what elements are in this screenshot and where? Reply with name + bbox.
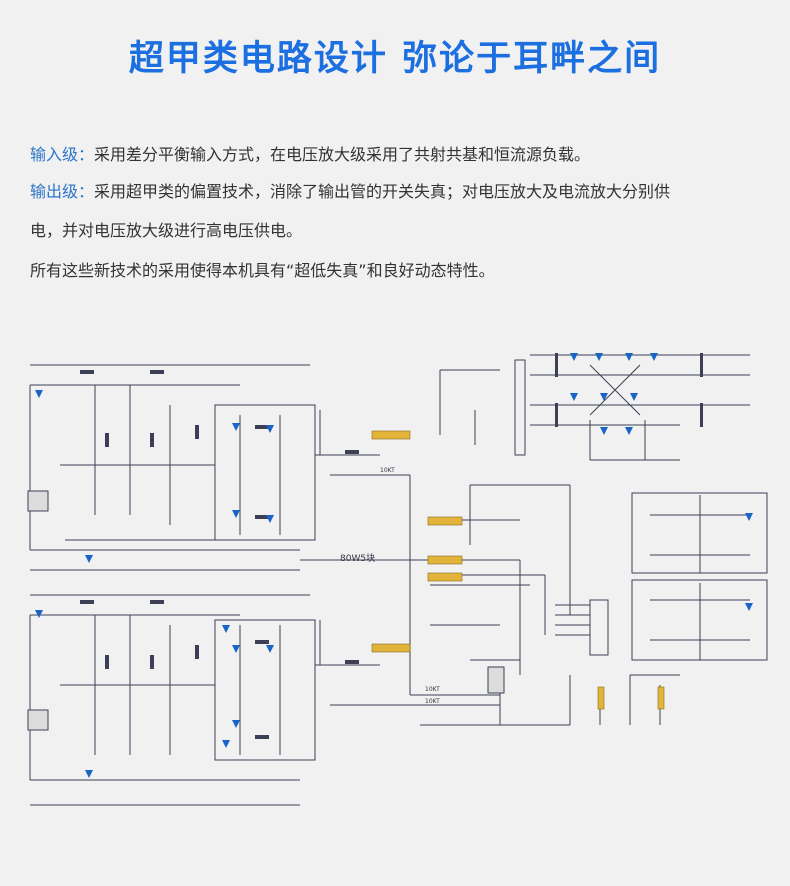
output-stage-label: 输出级：	[30, 182, 95, 201]
wire-label-2: 10KT	[425, 686, 440, 693]
input-stage-text: 采用差分平衡输入方式，在电压放大级采用了共射共基和恒流源负载。	[94, 145, 591, 164]
output-stage-text-line2: 电，并对电压放大级进行高电压供电。	[30, 221, 303, 240]
power-rating-label: 80W5块	[340, 552, 375, 564]
page-title: 超甲类电路设计 弥论于耳畔之间	[128, 39, 662, 79]
output-stage-paragraph: 输出级：采用超甲类的偏置技术，消除了输出管的开关失真；对电压放大及电流放大分别供	[30, 182, 765, 202]
output-stage-text-line1: 采用超甲类的偏置技术，消除了输出管的开关失真；对电压放大及电流放大分别供	[94, 182, 671, 201]
wire-label-3: 10KT	[425, 698, 440, 705]
summary-paragraph: 所有这些新技术的采用使得本机具有“超低失真”和良好动态特性。	[30, 261, 495, 280]
wire-label-1: 10KT	[380, 467, 395, 474]
input-stage-label: 输入级：	[30, 145, 95, 164]
circuit-schematic: 80W5块 10KT 10KT 10KT	[27, 353, 768, 806]
input-stage-paragraph: 输入级：采用差分平衡输入方式，在电压放大级采用了共射共基和恒流源负载。	[30, 145, 765, 165]
